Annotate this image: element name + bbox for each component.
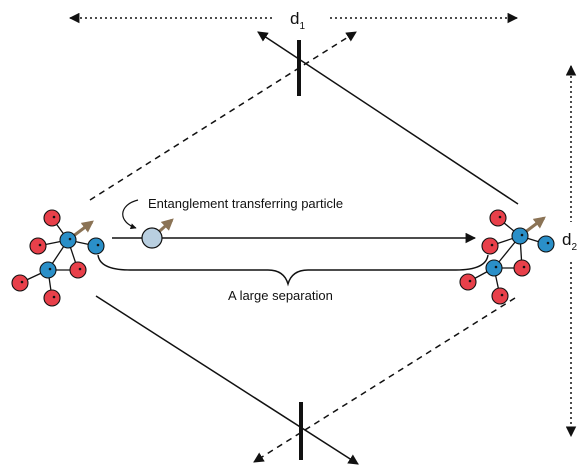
particle-label: Entanglement transferring particle bbox=[148, 196, 343, 211]
particle-icon bbox=[141, 218, 174, 249]
separation-brace bbox=[97, 254, 489, 287]
d2-label: d2 bbox=[562, 230, 577, 253]
molecule-icon bbox=[11, 209, 105, 307]
molecule-icon bbox=[459, 209, 555, 305]
separation-label: A large separation bbox=[228, 288, 333, 303]
top-dashed-path bbox=[89, 31, 357, 201]
top-solid-path bbox=[257, 31, 519, 205]
d1-dimension: d1 bbox=[68, 9, 519, 32]
particle-pointer bbox=[122, 199, 139, 230]
bottom-dashed-path bbox=[253, 297, 516, 463]
d1-label: d1 bbox=[290, 9, 305, 32]
d2-dimension: d2 bbox=[562, 64, 577, 438]
bottom-solid-path bbox=[95, 295, 359, 465]
